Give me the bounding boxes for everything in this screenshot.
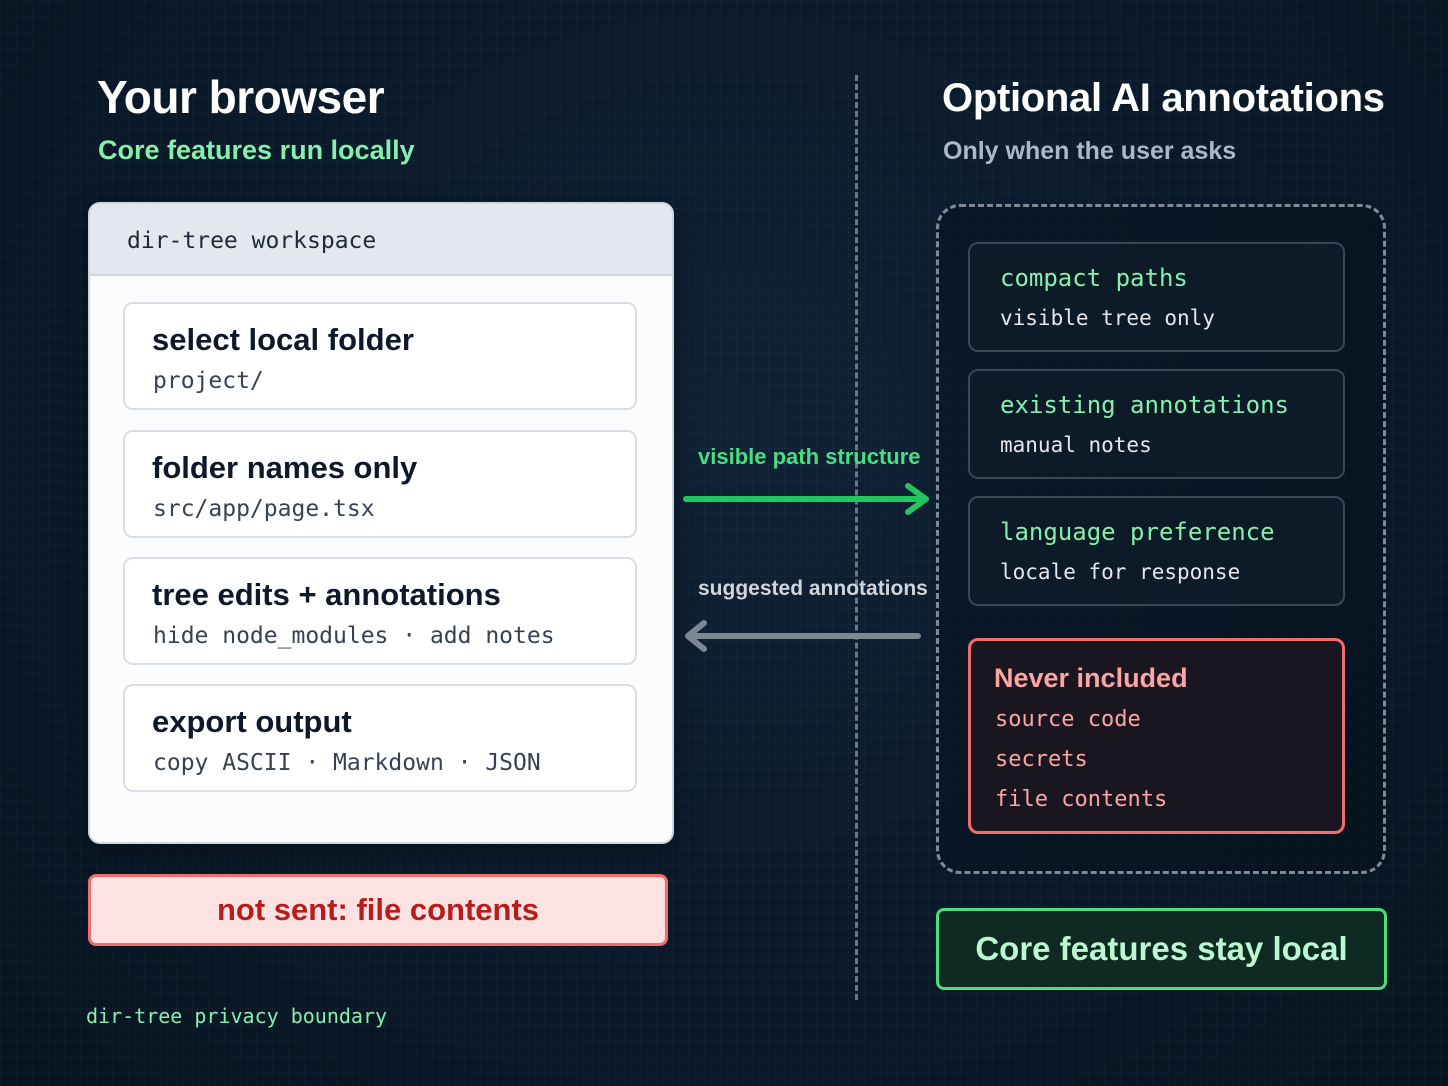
never-included-title: Never included [994,663,1188,693]
ai-subtitle: Only when the user asks [943,137,1237,165]
data-flow-arrows [683,483,929,652]
ai-card-language-preference: language preference locale for response [968,496,1345,606]
workspace-header: dir-tree workspace [90,204,672,276]
ai-card-compact-paths: compact paths visible tree only [968,242,1345,352]
not-sent-badge: not sent: file contents [88,874,668,946]
step-select-folder: select local folder project/ [123,302,637,410]
ai-card-existing-annotations: existing annotations manual notes [968,369,1345,479]
step-detail: copy ASCII · Markdown · JSON [153,750,541,776]
ai-card-title: existing annotations [1000,391,1289,419]
privacy-boundary-divider [855,75,858,1000]
never-item: source code [995,707,1141,732]
arrow-from-ai-icon [685,620,921,652]
step-title: folder names only [152,450,418,485]
footer-caption: dir-tree privacy boundary [86,1004,388,1028]
never-included-card: Never included source code secrets file … [968,638,1345,834]
never-item: file contents [995,787,1168,812]
browser-title: Your browser [97,71,385,123]
arrow-to-ai-icon [683,483,929,515]
step-title: select local folder [152,322,414,357]
ai-title: Optional AI annotations [942,76,1385,120]
step-folder-names: folder names only src/app/page.tsx [123,430,637,538]
arrow-label-to-ai: visible path structure [698,444,921,469]
browser-subtitle: Core features run locally [98,135,415,165]
step-tree-edits: tree edits + annotations hide node_modul… [123,557,637,665]
arrow-label-from-ai: suggested annotations [698,577,928,600]
step-detail: project/ [153,368,264,394]
core-local-badge: Core features stay local [936,908,1387,990]
ai-card-detail: locale for response [1000,560,1241,584]
step-title: export output [152,704,352,739]
step-export-output: export output copy ASCII · Markdown · JS… [123,684,637,792]
workspace-panel: dir-tree workspace select local folder p… [88,202,674,844]
ai-card-title: compact paths [1000,264,1188,292]
ai-card-title: language preference [1000,518,1275,546]
ai-card-detail: manual notes [1000,433,1152,457]
never-item: secrets [995,747,1088,772]
step-detail: hide node_modules · add notes [153,623,555,649]
step-detail: src/app/page.tsx [153,496,375,522]
ai-card-detail: visible tree only [1000,306,1215,330]
step-title: tree edits + annotations [152,577,501,612]
workspace-title: dir-tree workspace [127,228,377,254]
